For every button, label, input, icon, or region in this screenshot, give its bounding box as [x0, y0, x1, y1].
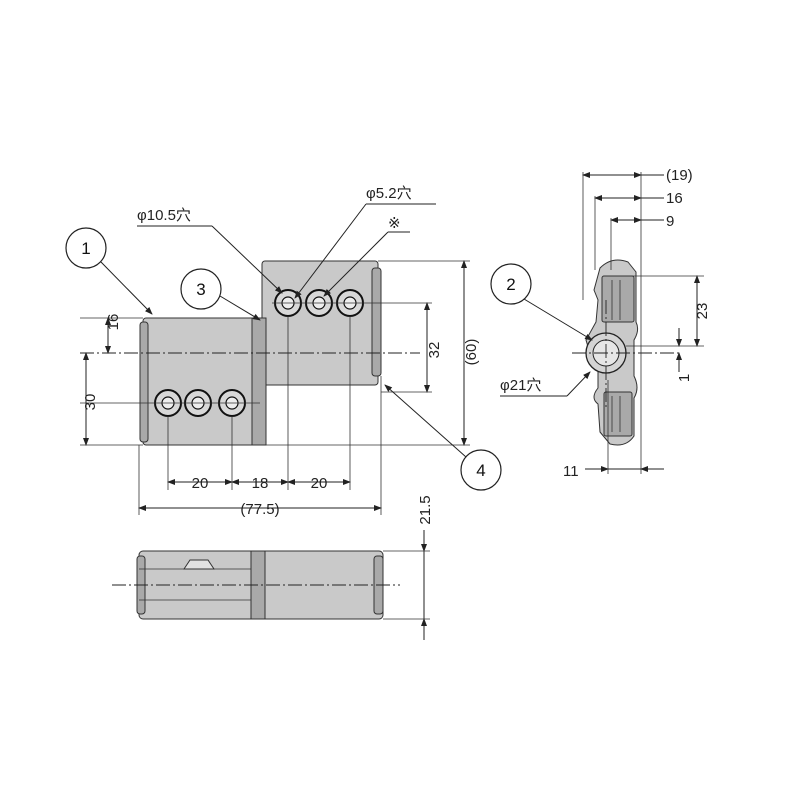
dim-16-side-label: 16	[666, 190, 683, 207]
knuckle	[251, 317, 267, 446]
dim-1-label: 1	[676, 374, 693, 382]
hole-large-label: φ10.5穴	[137, 207, 191, 224]
dim-30-label: 30	[82, 394, 99, 411]
left-bevel	[139, 321, 149, 443]
callout-2: 2	[506, 275, 515, 294]
upper-leaf	[261, 260, 379, 386]
dim-32-label: 32	[426, 342, 443, 359]
dim-18-label: 18	[252, 475, 269, 492]
dim-20b-label: 20	[311, 475, 328, 492]
callout-1: 1	[81, 239, 90, 258]
pin-hole-label: φ21穴	[500, 377, 541, 394]
bottom-view: 21.5	[112, 495, 434, 640]
callout-4-circle	[460, 449, 502, 491]
dim-60-label: (60)	[463, 339, 480, 366]
dim-16-label: 16	[105, 314, 122, 331]
hole-small-label: φ5.2穴	[366, 185, 412, 202]
bottom-notch	[183, 559, 215, 570]
dim-11-label: 11	[563, 463, 579, 480]
callout-2-circle	[490, 263, 532, 305]
callout-1-circle	[65, 227, 107, 269]
dim-23-label: 23	[694, 303, 711, 320]
front-view: 16 30 32 (60) 20 18 20 (77.5) φ10.5穴 φ5.…	[65, 185, 502, 518]
lower-leaf	[142, 317, 263, 446]
right-bevel	[371, 267, 382, 377]
callout-3-circle	[180, 268, 222, 310]
dim-20a-label: 20	[192, 475, 209, 492]
callout-3: 3	[196, 280, 205, 299]
dim-19-label: (19)	[666, 167, 693, 184]
note-mark: ※	[388, 215, 401, 232]
dim-9-label: 9	[666, 213, 674, 230]
callout-4: 4	[476, 461, 485, 480]
dim-77-5-label: (77.5)	[240, 501, 279, 518]
side-view: (19) 16 9 23 1 11 φ21穴 2	[490, 167, 711, 480]
dim-21-5-label: 21.5	[417, 495, 434, 524]
